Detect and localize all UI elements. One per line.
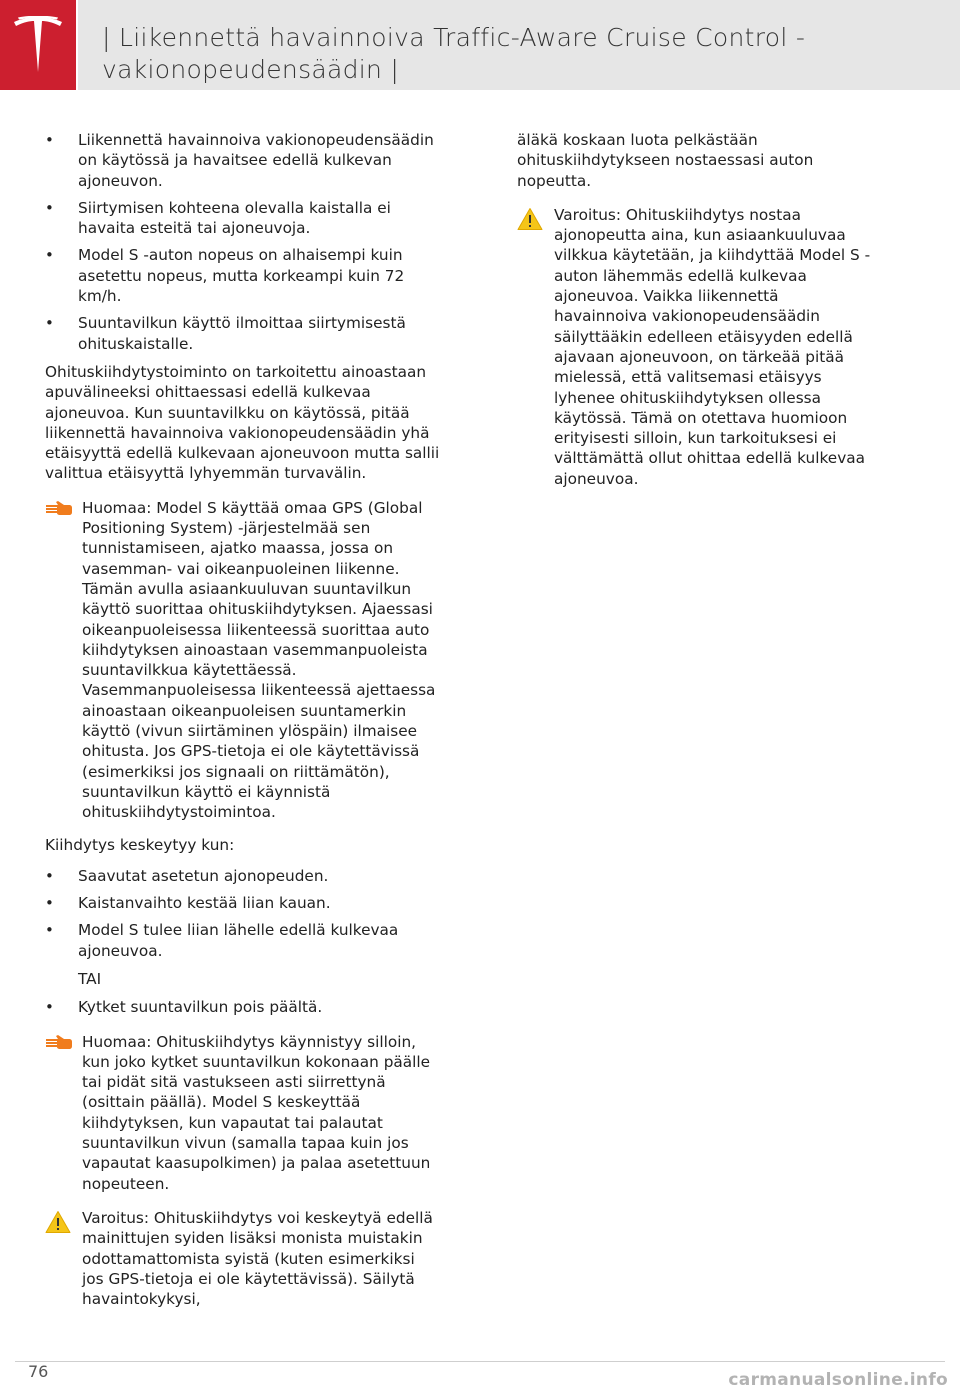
warning-interrupt: Varoitus: Ohituskiihdytys voi keskeytyä … [45, 1208, 440, 1309]
pointing-hand-icon [45, 1034, 73, 1055]
list-item: Kaistanvaihto kestää liian kauan. [45, 893, 440, 914]
continued-paragraph: äläkä koskaan luota pelkästään ohituskii… [517, 131, 814, 190]
note-text: Huomaa: Ohituskiihdytys käynnistyy sillo… [82, 1032, 431, 1193]
warning-distance: Varoitus: Ohituskiihdytys nostaa ajonope… [517, 205, 873, 489]
footer-divider [15, 1361, 945, 1362]
tesla-logo-icon [14, 16, 62, 72]
conditions-list: Liikennettä havainnoiva vakionopeudensää… [45, 130, 440, 354]
overtake-paragraph: Ohituskiihdytystoiminto on tarkoitettu a… [45, 362, 440, 483]
tesla-logo [0, 0, 76, 90]
list-item: Model S tulee liian lähelle edellä kulke… [45, 920, 440, 961]
watermark: carmanualsonline.info [728, 1370, 948, 1390]
list-item: Liikennettä havainnoiva vakionopeudensää… [45, 130, 440, 191]
or-label: TAI [78, 969, 102, 988]
note-text: Huomaa: Model S käyttää omaa GPS (Global… [82, 498, 436, 822]
list-item: Kytket suuntavilkun pois päältä. [45, 997, 440, 1018]
warning-triangle-icon [517, 207, 543, 236]
right-column: äläkä koskaan luota pelkästään ohituskii… [517, 130, 873, 501]
page-title: | Liikennettä havainnoiva Traffic-Aware … [102, 23, 806, 84]
interrupt-heading: Kiihdytys keskeytyy kun: [45, 835, 235, 854]
interrupt-list-2: Kytket suuntavilkun pois päältä. [45, 997, 440, 1018]
warning-triangle-icon [45, 1210, 71, 1239]
note-gps: Huomaa: Model S käyttää omaa GPS (Global… [45, 498, 440, 823]
page-number: 76 [28, 1362, 49, 1381]
list-item: Suuntavilkun käyttö ilmoittaa siirtymise… [45, 313, 440, 354]
interrupt-list: Saavutat asetetun ajonopeuden. Kaistanva… [45, 866, 440, 961]
header-band [78, 0, 960, 90]
pointing-hand-icon [45, 500, 73, 521]
warning-text: Varoitus: Ohituskiihdytys voi keskeytyä … [82, 1208, 433, 1309]
list-item: Saavutat asetetun ajonopeuden. [45, 866, 440, 887]
left-column: Liikennettä havainnoiva vakionopeudensää… [45, 130, 440, 1321]
list-item: Model S -auton nopeus on alhaisempi kuin… [45, 245, 440, 306]
list-item: Siirtymisen kohteena olevalla kaistalla … [45, 198, 440, 239]
note-activation: Huomaa: Ohituskiihdytys käynnistyy sillo… [45, 1032, 440, 1194]
warning-text: Varoitus: Ohituskiihdytys nostaa ajonope… [554, 205, 871, 488]
